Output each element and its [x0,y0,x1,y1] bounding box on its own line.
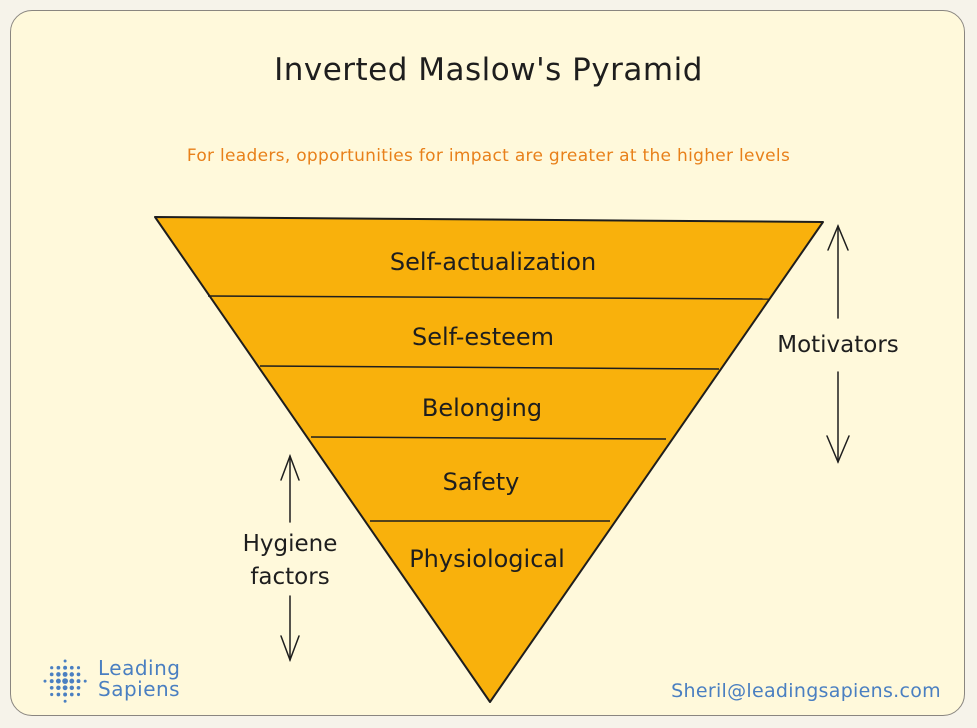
hygiene-label-line1: Hygiene [243,531,338,557]
logo-dot [76,666,81,670]
logo-dot [69,692,74,697]
level-label-physiological: Physiological [409,545,565,573]
page-title: Inverted Maslow's Pyramid [274,52,703,88]
hygiene-arrow [280,453,300,663]
level-divider [259,365,720,370]
logo-dot [62,685,68,691]
logo-dot [63,692,68,697]
level-divider [310,436,667,440]
logo-text-line2: Sapiens [98,677,181,701]
logo-dot [50,666,54,670]
logo-dot [69,665,74,670]
logo-dot [49,672,54,677]
logo-dot [62,671,68,677]
logo-dot [49,685,54,690]
motivators-label: Motivators [777,332,899,358]
logo-dot [56,685,61,691]
dot-cluster-logo-icon [43,659,87,703]
logo-dot [63,699,67,703]
logo-dot [76,692,81,697]
logo-dot [43,679,47,683]
logo-dot [76,679,81,684]
contact-email: Sheril@leadingsapiens.com [671,680,941,702]
logo-dot [56,692,61,697]
logo-dot [63,659,67,663]
logo-dot [50,692,54,697]
logo-text-line1: Leading [98,656,181,680]
level-label-belonging: Belonging [422,394,542,422]
leading-sapiens-logo: Leading Sapiens [42,656,202,704]
logo-dot [62,678,68,684]
logo-dot [76,685,81,690]
motivators-arrow [826,224,850,464]
logo-dot [69,672,75,677]
logo-text: Leading Sapiens [98,658,180,700]
logo-dot [63,665,68,670]
inverted-pyramid [154,216,824,703]
level-label-safety: Safety [443,468,520,496]
logo-dot [49,679,54,684]
subtitle: For leaders, opportunities for impact ar… [186,146,791,166]
logo-dot [83,679,87,683]
logo-dot [69,685,75,691]
logo-dot [55,678,61,684]
hygiene-label-line2: factors [250,564,329,590]
level-divider [207,295,771,300]
level-label-self-esteem: Self-esteem [412,323,554,351]
logo-dot [76,672,81,677]
logo-dot [69,678,75,684]
logo-dot [56,665,61,670]
logo-dot [56,672,61,677]
level-label-self-actualization: Self-actualization [390,248,596,276]
